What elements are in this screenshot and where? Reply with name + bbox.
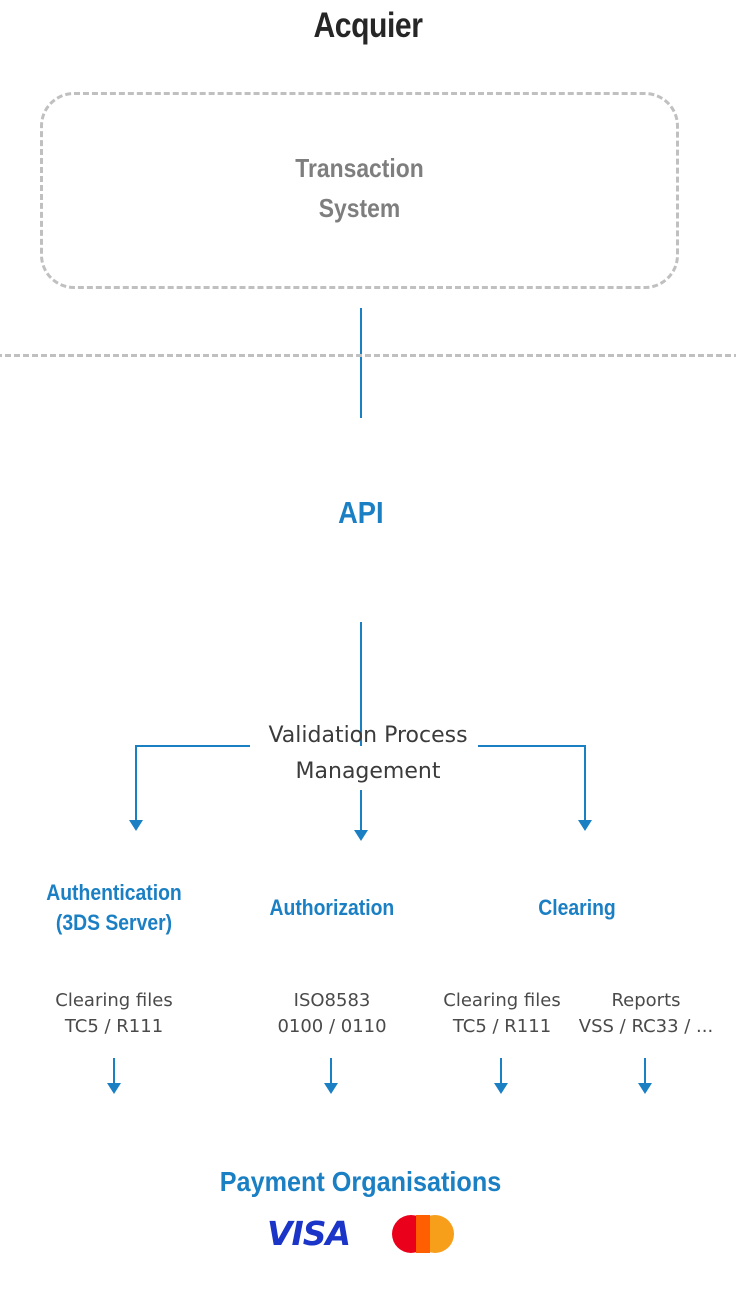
- protocol-2-line-2: TC5 / R111: [452, 1016, 552, 1037]
- authentication-line-1: Authentication: [45, 880, 182, 905]
- protocol-label-clearing-files-right: Clearing files TC5 / R111: [412, 988, 592, 1040]
- protocol-1-line-2: 0100 / 0110: [277, 1016, 387, 1037]
- branch-drop-center: [360, 790, 362, 833]
- validation-line-1: Validation Process: [268, 723, 468, 748]
- protocol-2-line-1: Clearing files: [443, 990, 561, 1011]
- payment-organisations-title: Payment Organisations: [219, 1166, 502, 1197]
- arrow-protocol-0: [107, 1083, 121, 1094]
- service-card-authorization[interactable]: Authorization: [228, 845, 435, 971]
- branch-drop-right: [584, 745, 586, 823]
- arrow-to-authentication: [129, 820, 143, 831]
- protocol-3-line-1: Reports: [611, 990, 681, 1011]
- drop-line-protocol-3: [644, 1058, 646, 1086]
- validation-line-2: Management: [295, 759, 441, 784]
- validation-process-label: Validation Process Management: [178, 718, 558, 790]
- zone-boundary-divider: [0, 354, 736, 357]
- api-card[interactable]: API: [42, 418, 679, 608]
- arrow-protocol-3: [638, 1083, 652, 1094]
- page-title: Acquier: [313, 6, 423, 45]
- drop-line-protocol-1: [330, 1058, 332, 1086]
- protocol-label-reports: Reports VSS / RC33 / ...: [556, 988, 736, 1040]
- visa-logo: VISA: [266, 1214, 351, 1253]
- connector-api-to-branch: [360, 622, 362, 746]
- connector-zone-to-api: [360, 308, 362, 418]
- protocol-3-line-2: VSS / RC33 / ...: [578, 1016, 714, 1037]
- payment-organisations-card[interactable]: Payment Organisations VISA: [42, 1108, 679, 1308]
- protocol-label-iso8583: ISO8583 0100 / 0110: [242, 988, 422, 1040]
- transaction-system-label: Transaction System: [78, 148, 640, 228]
- arrow-to-clearing: [578, 820, 592, 831]
- api-label: API: [337, 495, 384, 530]
- mastercard-overlap: [416, 1214, 431, 1253]
- branch-bar-right: [478, 745, 585, 747]
- transaction-system-line-2: System: [318, 193, 401, 223]
- drop-line-protocol-0: [113, 1058, 115, 1086]
- arrow-protocol-1: [324, 1083, 338, 1094]
- protocol-1-line-1: ISO8583: [293, 990, 371, 1011]
- branch-bar-left: [136, 745, 250, 747]
- clearing-label: Clearing: [538, 895, 617, 920]
- protocol-0-line-2: TC5 / R111: [64, 1016, 164, 1037]
- authentication-label: Authentication (3DS Server): [46, 878, 182, 938]
- arrow-protocol-2: [494, 1083, 508, 1094]
- drop-line-protocol-2: [500, 1058, 502, 1086]
- transaction-system-line-1: Transaction: [295, 153, 424, 183]
- service-card-clearing[interactable]: Clearing: [448, 845, 707, 971]
- branch-drop-left: [135, 745, 137, 823]
- service-card-authentication[interactable]: Authentication (3DS Server): [13, 845, 214, 971]
- mastercard-logo: [392, 1214, 455, 1253]
- protocol-0-line-1: Clearing files: [55, 990, 173, 1011]
- transaction-system-zone: [40, 92, 679, 289]
- arrow-to-authorization: [354, 830, 368, 841]
- payment-brand-row: VISA: [42, 1214, 679, 1253]
- authentication-line-2: (3DS Server): [55, 910, 172, 935]
- protocol-label-clearing-files-left: Clearing files TC5 / R111: [24, 988, 204, 1040]
- authorization-label: Authorization: [269, 895, 394, 920]
